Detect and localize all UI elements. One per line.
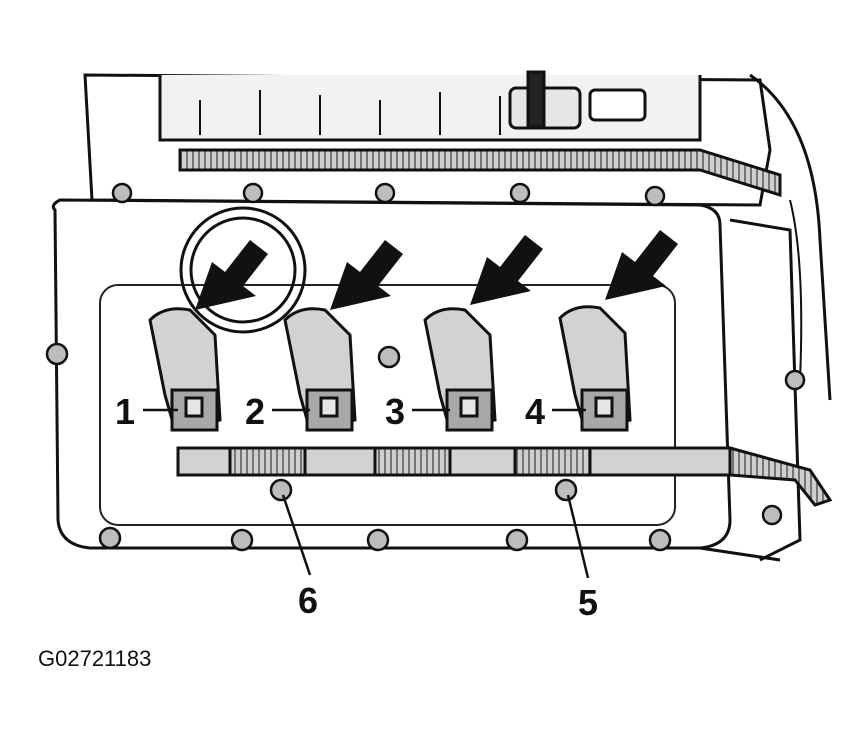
callout-4: 4 (525, 391, 545, 432)
top-sensor (508, 70, 647, 130)
ignition-coil-4 (558, 305, 632, 432)
indicator-arrows (195, 230, 678, 310)
ignition-coil-2 (283, 307, 357, 432)
cover-bolts (45, 182, 806, 552)
ignition-coil-1 (148, 307, 222, 432)
callout-3: 3 (385, 391, 405, 432)
oil-filler-ring (179, 206, 307, 334)
arrow-coil-3 (470, 235, 543, 305)
upper-wiring-harness (178, 148, 782, 198)
callout-6: 6 (298, 580, 318, 621)
callout-2: 2 (245, 391, 265, 432)
ignition-coil-3 (423, 307, 497, 432)
ignition-coils (148, 305, 632, 432)
figure-id: G02721183 (38, 646, 151, 671)
callout-5: 5 (578, 582, 598, 623)
arrow-coil-1 (195, 240, 268, 310)
harness-bolts (269, 478, 578, 502)
arrow-coil-4 (605, 230, 678, 300)
callout-1: 1 (115, 391, 135, 432)
coil-wiring-harness (176, 446, 833, 507)
arrow-coil-2 (330, 240, 403, 310)
leader-lines (143, 408, 590, 579)
